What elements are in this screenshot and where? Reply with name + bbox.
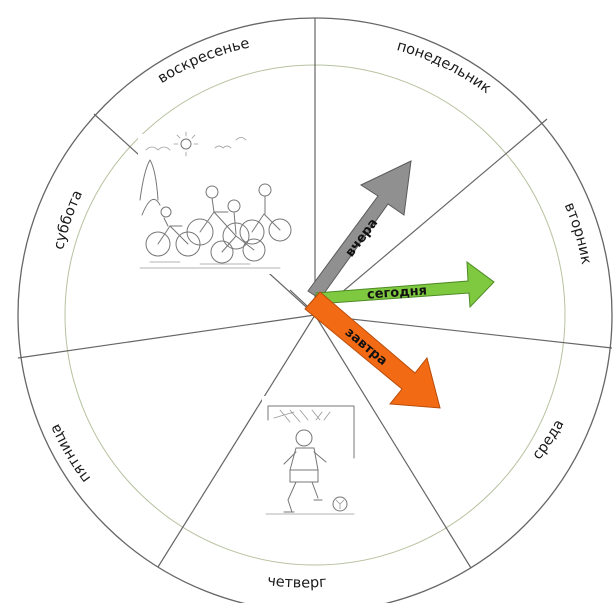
soccer-illustration — [262, 396, 358, 520]
divider-line — [314, 314, 613, 349]
arrow-yesterday-shape — [307, 160, 412, 300]
day-label-thursday: четверг — [266, 573, 327, 591]
sector-dividers — [17, 18, 613, 569]
divider-line — [314, 314, 472, 569]
divider-line — [314, 118, 548, 316]
arrow-today-label: сегодня — [367, 283, 428, 302]
arrow-today: сегодня — [315, 260, 495, 309]
divider-line — [157, 314, 316, 568]
arrow-tomorrow-shape — [304, 291, 441, 409]
arrow-today-shape — [315, 260, 495, 309]
divider-line — [17, 314, 316, 359]
cyclists-illustration — [138, 131, 292, 274]
